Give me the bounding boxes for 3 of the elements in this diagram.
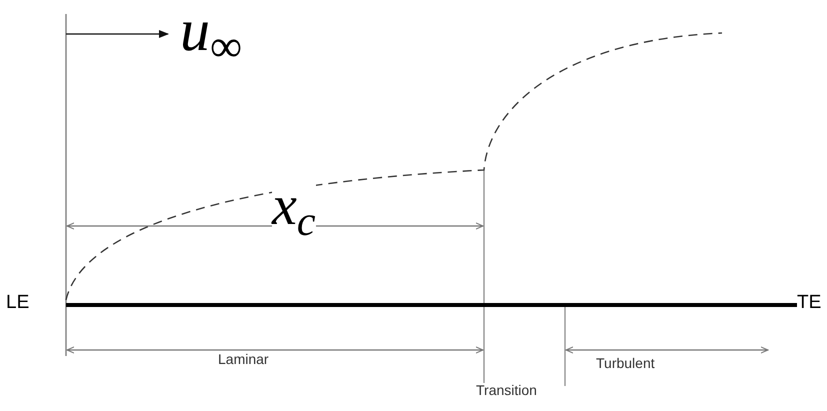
- region-label: Laminar: [218, 352, 269, 366]
- region-label: Transition: [476, 383, 537, 397]
- region-label: Turbulent: [596, 356, 655, 370]
